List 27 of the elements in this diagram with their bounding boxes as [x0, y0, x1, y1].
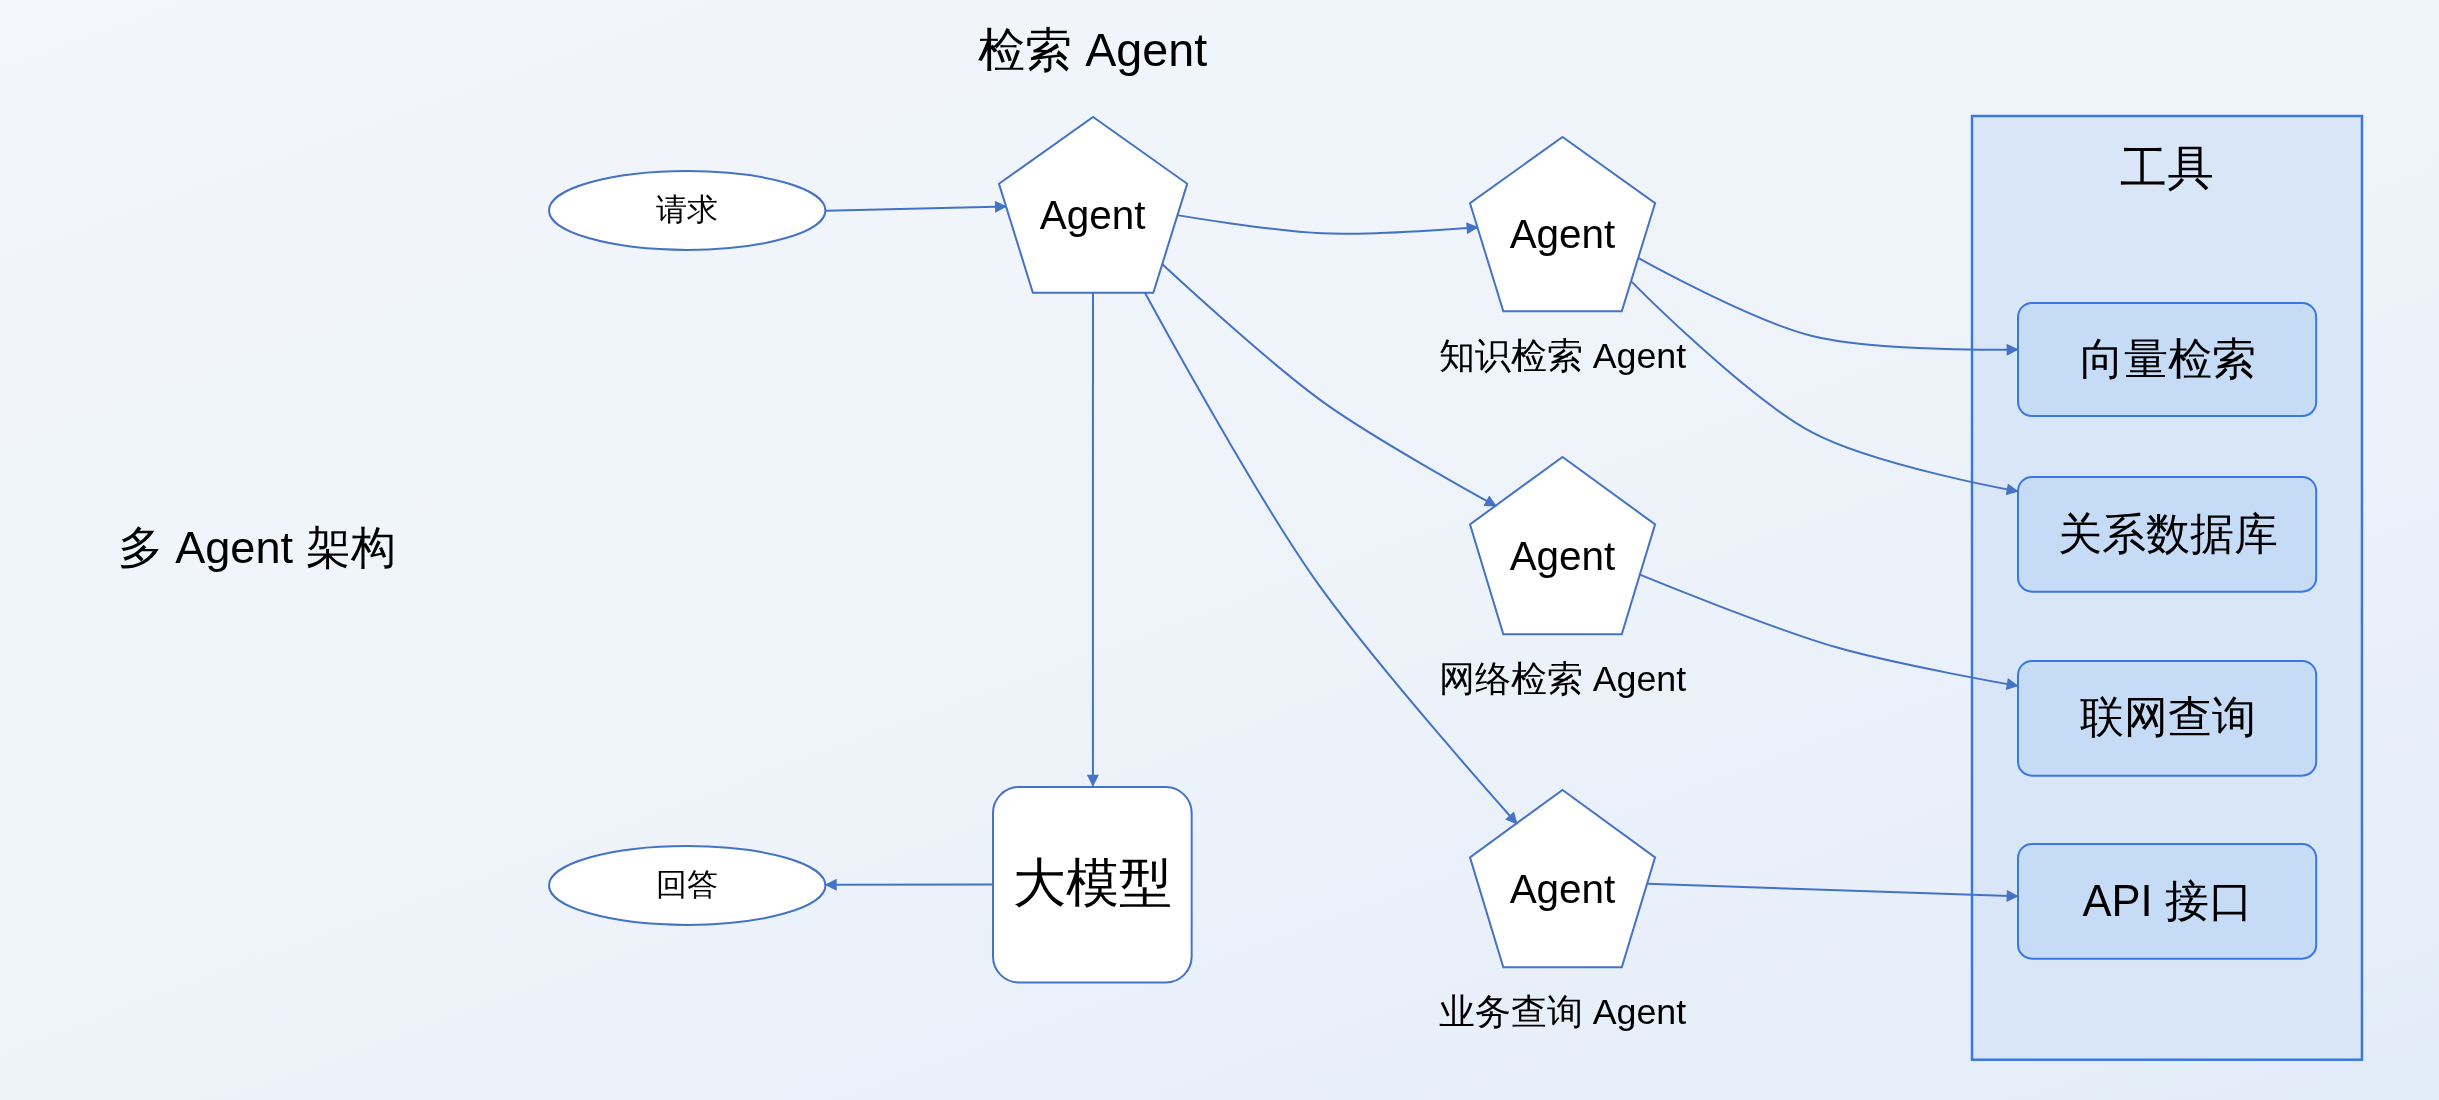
arrow: [1629, 280, 2019, 496]
arrow: [1638, 573, 2019, 690]
node-label: 关系数据库: [2057, 508, 2278, 560]
node-label: Agent: [1509, 533, 1616, 581]
node-label: 向量检索: [2079, 333, 2256, 385]
arrow: [1646, 882, 2019, 902]
node-label: 联网查询: [2079, 692, 2256, 744]
arrow: [1160, 262, 1497, 507]
agent-caption: 知识检索 Agent: [1438, 334, 1687, 378]
arrow: [1143, 291, 1518, 825]
arrow: [1637, 256, 2019, 356]
node-label: Agent: [1509, 866, 1616, 914]
arrow: [824, 200, 1007, 213]
node-label: 大模型: [1013, 852, 1173, 915]
arrow: [1176, 214, 1479, 235]
node-label: Agent: [1039, 191, 1146, 239]
arrow: [1086, 291, 1099, 787]
agent-title: 检索 Agent: [978, 23, 1208, 79]
panel-title: 工具: [2119, 140, 2214, 196]
diagram-label: 多 Agent 架构: [117, 520, 396, 575]
arrow: [824, 878, 994, 891]
node-label: 请求: [655, 191, 718, 229]
node-label: API 接口: [2082, 875, 2253, 927]
node-label: 回答: [655, 866, 718, 905]
agent-caption: 网络检索 Agent: [1438, 658, 1687, 702]
node-label: Agent: [1509, 211, 1616, 259]
agent-caption: 业务查询 Agent: [1438, 991, 1687, 1035]
